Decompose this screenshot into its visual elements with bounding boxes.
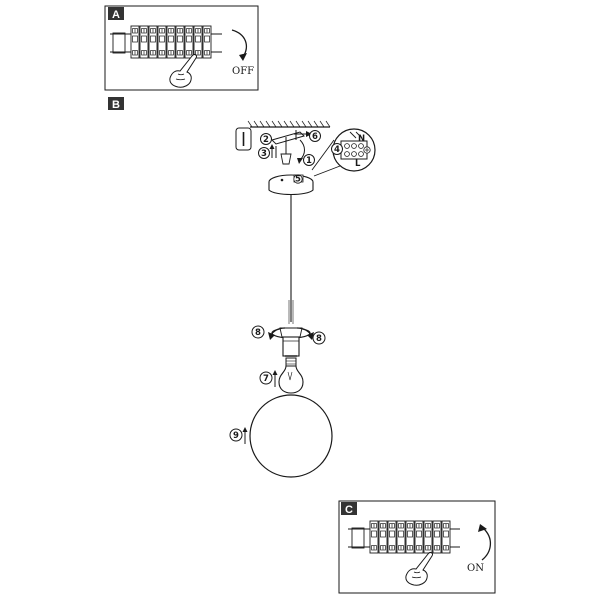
svg-text:6: 6: [312, 132, 318, 142]
mounting-bracket: [271, 130, 312, 165]
step-marker-4: 4: [331, 143, 343, 155]
step-marker-2: 2: [260, 133, 272, 145]
ceiling: [247, 120, 331, 128]
up-arrow-icon: [242, 427, 248, 444]
up-arrow-icon: [269, 144, 275, 158]
shade-holder-ring: [271, 327, 311, 339]
svg-text:5: 5: [295, 175, 301, 185]
panel-c-tag-box: [341, 502, 357, 515]
panel-a: A OFF: [104, 5, 259, 91]
svg-text:3: 3: [261, 149, 267, 159]
svg-text:2: 2: [263, 135, 269, 145]
breaker-panel-a: [110, 25, 222, 59]
arrowhead: [239, 53, 247, 61]
globe-shade: [249, 394, 333, 478]
step-marker-3: 3: [258, 147, 270, 159]
off-label: OFF: [232, 66, 254, 77]
breaker-panel-c: [348, 520, 460, 554]
terminal-block-detail: N L 4: [311, 128, 376, 177]
svg-text:8: 8: [255, 328, 261, 338]
step-marker-7: 7: [259, 371, 273, 385]
panel-a-tag-box: [108, 7, 124, 20]
svg-text:4: 4: [334, 145, 340, 155]
lamp-socket: [282, 336, 300, 357]
terminal-l-label: L: [355, 159, 361, 169]
light-bulb: [278, 357, 304, 394]
rotate-arrow-left-icon: [268, 327, 286, 340]
step-marker-8-left: 8: [251, 325, 265, 339]
svg-text:8: 8: [316, 334, 322, 344]
terminal-n-label: N: [358, 134, 365, 144]
step-marker-6: 6: [309, 130, 321, 142]
step-marker-1: 1: [303, 154, 315, 166]
panel-c: C ON: [338, 500, 496, 594]
panel-c-tag: C: [345, 504, 353, 516]
step-marker-9: 9: [229, 428, 243, 442]
step-marker-8-right: 8: [312, 331, 326, 345]
svg-text:1: 1: [306, 156, 312, 166]
panel-a-tag: A: [112, 9, 120, 21]
ground-icon: [363, 146, 371, 154]
panel-b: 2 3 6 1: [229, 120, 376, 478]
panel-b-tag: B: [112, 99, 120, 111]
svg-text:9: 9: [233, 431, 239, 441]
switch-on-arrow-icon: [481, 527, 492, 561]
panel-b-tag-box: [108, 97, 124, 110]
rotate-arrow-right-icon: [296, 327, 314, 340]
svg-text:7: 7: [263, 374, 269, 384]
arrowhead: [478, 524, 487, 532]
step-marker-5: 5: [293, 174, 303, 185]
on-label: ON: [467, 563, 484, 574]
drill-bit-icon: [235, 127, 252, 151]
ceiling-canopy: [268, 174, 314, 196]
up-arrow-icon: [272, 370, 278, 387]
